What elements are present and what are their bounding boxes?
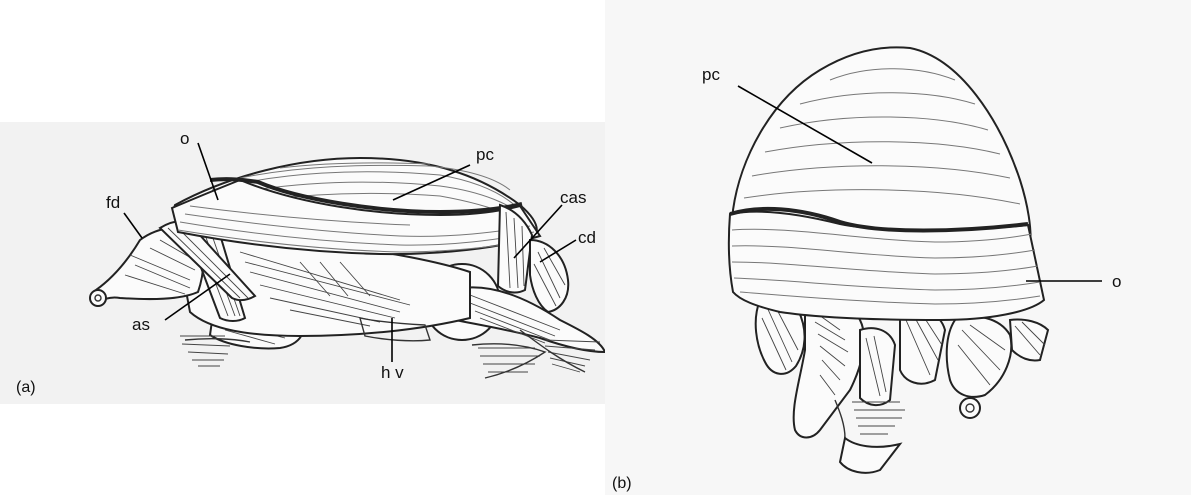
snout-tip bbox=[90, 290, 106, 306]
tail-tip bbox=[960, 398, 980, 418]
panel-a-tag: (a) bbox=[16, 379, 36, 396]
label-pc-a: pc bbox=[476, 145, 494, 164]
label-cas: cas bbox=[560, 188, 586, 207]
panel-b-tag: (b) bbox=[612, 475, 632, 492]
label-hv: h v bbox=[381, 363, 404, 382]
panel-a: o pc fd cas cd as h v (a) bbox=[0, 122, 620, 404]
panel-b: pc o (b) bbox=[605, 0, 1191, 495]
label-cd: cd bbox=[578, 228, 596, 247]
label-o-a: o bbox=[180, 129, 189, 148]
label-pc-b: pc bbox=[702, 65, 720, 84]
label-o-b: o bbox=[1112, 272, 1121, 291]
label-fd: fd bbox=[106, 193, 120, 212]
label-as: as bbox=[132, 315, 150, 334]
